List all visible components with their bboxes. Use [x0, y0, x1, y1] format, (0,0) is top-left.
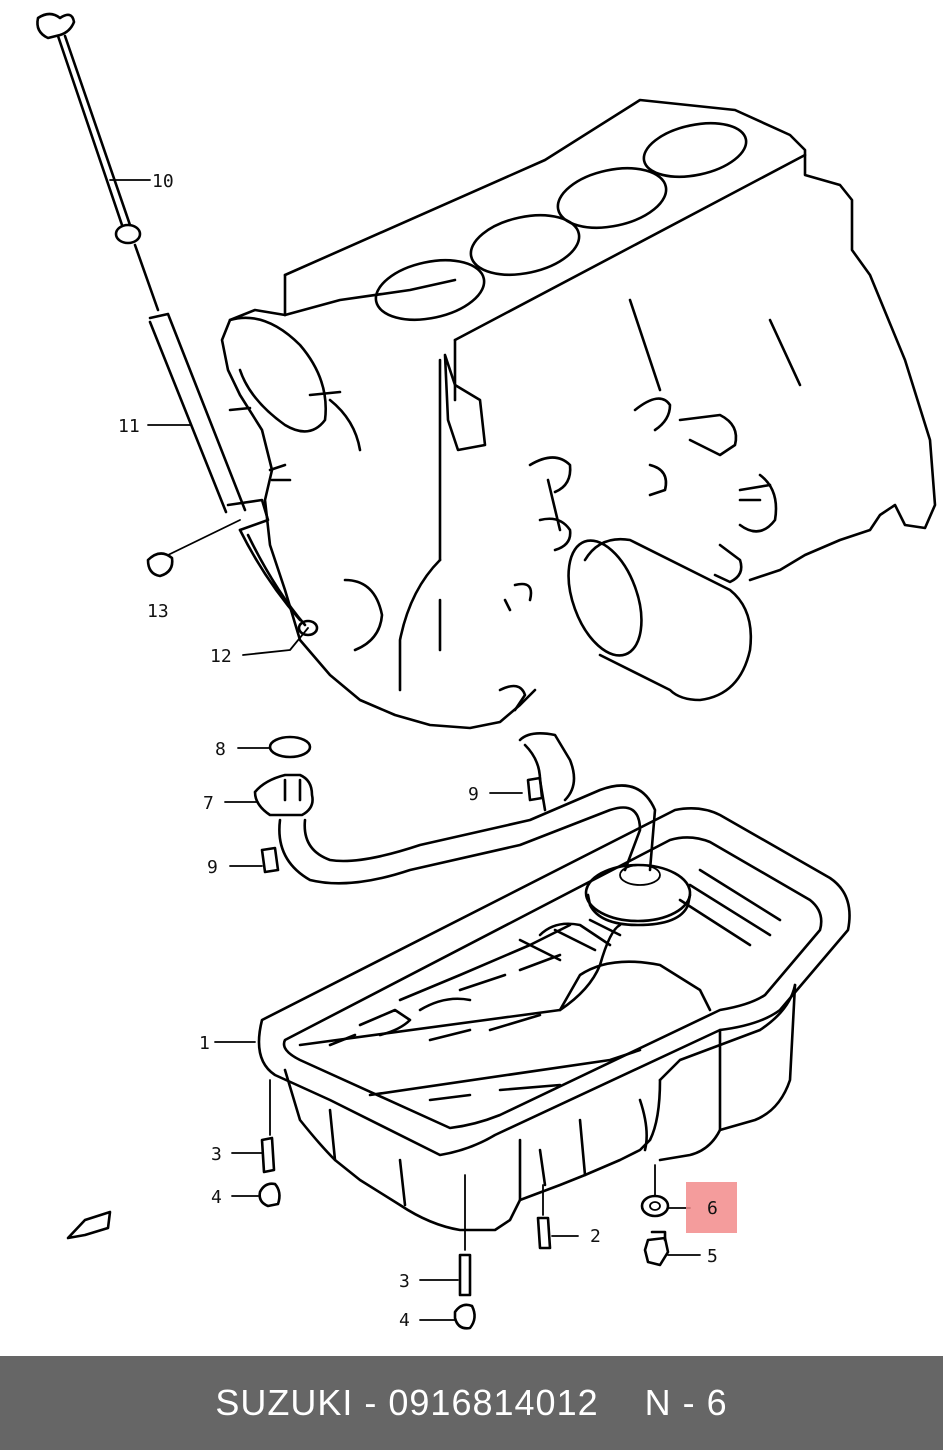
- engine-block: [220, 98, 937, 730]
- parts-diagram: 10 11 13 12 8 7 9 9 1 3 4 2 6 5 3 4: [36, 12, 937, 1331]
- callout-5[interactable]: 5: [707, 1246, 718, 1267]
- callout-6[interactable]: 6: [707, 1198, 718, 1219]
- diagram-position: N - 6: [644, 1382, 728, 1423]
- callout-10[interactable]: 10: [152, 171, 174, 192]
- brand-name: SUZUKI: [215, 1382, 354, 1423]
- part-number: 0916814012: [388, 1382, 599, 1423]
- callout-9-lower[interactable]: 9: [207, 857, 218, 878]
- callout-8[interactable]: 8: [215, 739, 226, 760]
- small-parts: [66, 776, 670, 1330]
- callout-12[interactable]: 12: [210, 646, 232, 667]
- callout-9-upper[interactable]: 9: [468, 784, 479, 805]
- oil-strainer: [253, 732, 692, 927]
- callout-1[interactable]: 1: [199, 1033, 210, 1054]
- callout-13[interactable]: 13: [147, 601, 169, 622]
- callout-3-bottom[interactable]: 3: [399, 1271, 410, 1292]
- callout-2[interactable]: 2: [590, 1226, 601, 1247]
- callout-labels: 10 11 13 12 8 7 9 9 1 3 4 2 6 5 3 4: [118, 171, 718, 1331]
- brand-separator: -: [353, 1382, 389, 1423]
- callout-3-left[interactable]: 3: [211, 1144, 222, 1165]
- callout-4-left[interactable]: 4: [211, 1187, 222, 1208]
- callout-11[interactable]: 11: [118, 416, 140, 437]
- exploded-view-drawing: 10 11 13 12 8 7 9 9 1 3 4 2 6 5 3 4: [36, 12, 937, 1331]
- leader-lines: [109, 179, 701, 1321]
- oil-pan: [257, 807, 851, 1232]
- callout-4-bottom[interactable]: 4: [399, 1310, 410, 1331]
- callout-7[interactable]: 7: [203, 793, 214, 814]
- part-info-bar: SUZUKI - 0916814012 N - 6: [0, 1356, 943, 1450]
- dipstick-assembly: [36, 12, 319, 637]
- highlight-box: [686, 1182, 737, 1233]
